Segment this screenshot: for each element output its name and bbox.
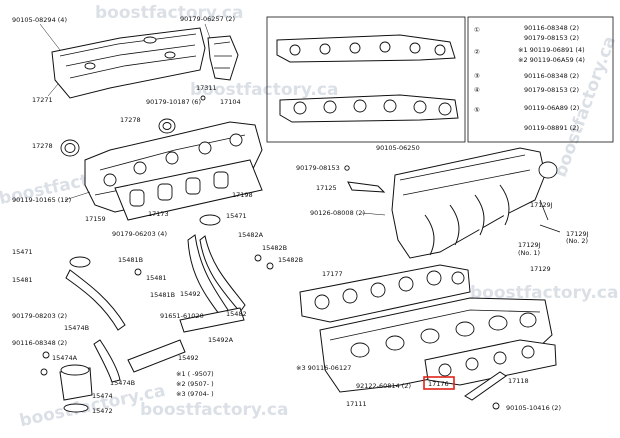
legend-text: ※1 90119-06891 (4) [518,46,585,54]
oil-pipe-15481 [65,269,126,331]
label-90179-06257: 90179-06257 (2) [180,15,235,23]
lower-intake-17111 [319,297,553,393]
intake-manifold-17129 [391,147,561,259]
gasket-inset-box [266,16,466,143]
legend-text: 90179-08153 (2) [524,86,579,94]
label-15474b-2: 15474B [110,379,135,387]
label-15492: 15492 [178,354,199,362]
oil-pipe-15482 [179,234,246,333]
label-90116-06127: ※3 90116-06127 [296,364,351,372]
label-no2: (No. 2) [566,237,588,245]
label-90105-08294: 90105-08294 (4) [12,16,67,24]
label-17129: 17129 [530,265,551,273]
label-15481: 15481 [146,274,167,282]
watermark-text: boostfactory.ca [190,80,338,100]
gasket-17278 [60,118,176,157]
label-15471: 15471 [226,212,247,220]
legend-text: 90179-08153 (2) [524,34,579,42]
label-90119-10165: 90119-10165 (12) [12,196,71,204]
label-17118: 17118 [508,377,529,385]
legend-number: ③ [474,72,480,80]
watermark-text: boostfactory.ca [140,400,288,420]
heat-insulator-17311 [207,35,239,81]
label-15482a: 15482A [238,231,264,239]
label-17271: 17271 [32,96,53,104]
label-17125: 17125 [316,184,337,192]
label-90179-08203: 90179-08203 (2) [12,312,67,320]
label-91651: 91651-61020 [160,312,204,320]
intake-gasket-17177 [299,264,471,323]
legend-number: ② [474,48,480,56]
legend-row: ⑤ 90119-06A89 (2) 90119-08891 (2) [474,104,579,132]
label-17129j-no1: 17129J [518,241,541,249]
bracket-17118 [464,371,507,401]
heat-insulator-17271 [51,27,206,99]
label-15474: 15474 [92,392,113,400]
label-17129j-no2: 17129J [566,230,589,238]
label-90116-08348: 90116-08348 (2) [12,339,67,347]
label-90179-06203: 90179-06203 (4) [112,230,167,238]
label-15472: 15472 [92,407,113,415]
label-17311: 17311 [196,84,217,92]
label-no1: (No. 1) [518,249,540,257]
highlight-17176 [423,376,455,390]
label-90105-10416: 90105-10416 (2) [506,404,561,412]
legend-text: ※2 90119-06A59 (4) [518,56,585,64]
label-15474b: 15474B [64,324,89,332]
label-17111: 17111 [346,400,367,408]
watermark-text: boostfactory.ca [95,3,243,23]
label-15482b: 15482B [262,244,287,252]
label-15482: 15482 [226,310,247,318]
label-15474a: 15474A [52,354,78,362]
fitting-15474 [59,339,121,413]
legend-text: 90116-08348 (2) [524,24,579,32]
label-15481: 15481 [12,276,33,284]
note-1: ※1 ( -9507) [176,370,214,378]
note-3: ※3 (9704- ) [176,390,214,398]
legend-row: ① 90116-08348 (2) 90179-08153 (2) [474,24,579,42]
label-92122: 92122-60814 (2) [356,382,411,390]
label-15481b-2: 15481B [150,291,175,299]
legend-text: 90116-08348 (2) [524,72,579,80]
label-90126-08008: 90126-08008 (2) [310,209,365,217]
note-2: ※2 (9507- ) [176,380,214,388]
label-17278: 17278 [120,116,141,124]
label-15471: 15471 [12,248,33,256]
gasket-15472 [63,403,89,413]
exhaust-gasket-17173 [114,159,263,221]
legend-number: ⑤ [474,106,480,114]
oil-hose-15492 [127,339,186,373]
label-17173: 17173 [148,210,169,218]
watermark-text: boostfactory.ca [470,283,618,303]
label-17129j: 17129J [530,201,553,209]
legend-row: ④ 90179-08153 (2) [474,86,579,94]
fastener-legend [467,16,614,143]
label-15481b: 15481B [118,256,143,264]
label-17198: 17198 [232,191,253,199]
label-90179-10187: 90179-10187 (6) [146,98,201,106]
legend-row: ② ※1 90119-06891 (4) ※2 90119-06A59 (4) [474,46,585,64]
legend-number: ① [474,26,480,34]
label-15492a: 15492A [208,336,234,344]
gasket-15471 [69,256,91,268]
label-17176: 17176 [428,380,449,388]
label-17104: 17104 [220,98,241,106]
label-17177: 17177 [322,270,343,278]
label-90179-08153: 90179-08153 [296,164,340,172]
intake-gasket-17176 [424,339,557,386]
gasket-15471 [199,214,221,226]
label-90105-06250: 90105-06250 [376,144,420,152]
label-17278: 17278 [32,142,53,150]
legend-number: ④ [474,86,480,94]
legend-text: 90119-06A89 (2) [524,104,579,112]
legend-row: ③ 90116-08348 (2) [474,72,579,80]
label-15492: 15492 [180,290,201,298]
label-17159: 17159 [85,215,106,223]
legend-text: 90119-08891 (2) [524,124,579,132]
label-15482b-2: 15482B [278,256,303,264]
